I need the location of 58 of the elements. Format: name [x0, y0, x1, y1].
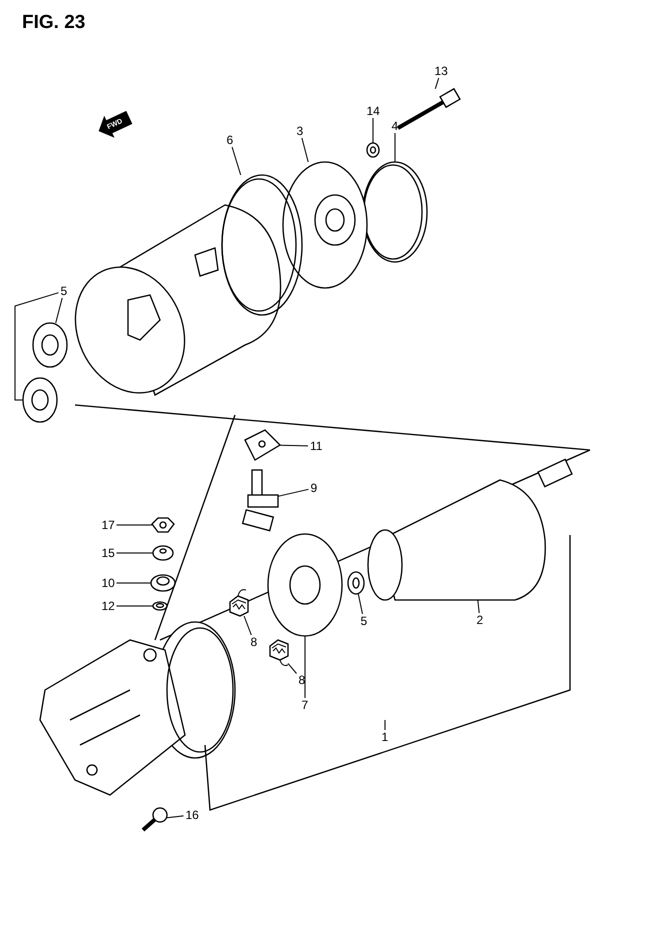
leader-line — [301, 138, 309, 162]
leader-line — [304, 636, 306, 698]
leader-line — [232, 146, 242, 176]
callout-number: 15 — [100, 546, 117, 560]
washer-drawing — [152, 601, 168, 611]
bolt-drawing — [397, 88, 461, 130]
leader-line — [280, 444, 308, 446]
end-cover-drawing — [282, 161, 368, 289]
washer-drawing — [366, 142, 380, 158]
terminal-bolt-drawing — [242, 469, 279, 532]
callout-number: 12 — [100, 599, 117, 613]
washer-drawing — [150, 574, 176, 592]
bolt-drawing — [142, 807, 168, 832]
leader-line — [116, 524, 152, 526]
shim-washer-drawing — [22, 377, 58, 423]
leader-line — [288, 662, 297, 674]
callout-number: 8 — [296, 673, 308, 687]
leader-line — [116, 582, 152, 584]
shim-washer-drawing — [32, 322, 68, 368]
washer-drawing — [347, 571, 365, 595]
leader-line — [166, 815, 184, 818]
callout-number: 16 — [184, 808, 201, 822]
callout-number: 4 — [390, 119, 400, 133]
callout-number: 5 — [358, 614, 370, 628]
brush-drawing — [269, 639, 289, 666]
brush-plate-drawing — [267, 533, 343, 637]
leader-line — [55, 298, 63, 324]
leader-line — [372, 118, 374, 144]
o-ring-drawing — [221, 174, 303, 316]
callout-number: 9 — [308, 481, 320, 495]
callout-number: 6 — [224, 133, 236, 147]
terminal-plate-drawing — [244, 429, 282, 461]
callout-number: 1 — [380, 730, 390, 744]
callout-number: 8 — [248, 635, 260, 649]
callout-number: 3 — [294, 124, 306, 138]
leader-line — [14, 292, 59, 400]
callout-number: 7 — [300, 698, 310, 712]
callout-number: 13 — [432, 64, 450, 78]
callout-number: 17 — [100, 518, 117, 532]
callout-number: 5 — [58, 284, 70, 298]
callout-number: 2 — [474, 613, 486, 627]
callout-number: 14 — [364, 104, 382, 118]
o-ring-drawing — [362, 161, 428, 263]
leader-line — [358, 594, 363, 614]
nut-drawing — [152, 545, 174, 561]
leader-line — [394, 132, 396, 162]
callout-number: 10 — [100, 576, 117, 590]
brush-drawing — [229, 589, 249, 617]
leader-line — [116, 552, 154, 554]
nut-drawing — [151, 517, 175, 533]
leader-line — [384, 720, 386, 730]
leader-line — [477, 600, 480, 614]
armature-drawing — [367, 458, 573, 601]
leader-line — [278, 488, 309, 497]
leader-line — [244, 616, 252, 636]
leader-line — [434, 78, 440, 90]
callout-number: 11 — [308, 439, 324, 453]
figure-title: FIG. 23 — [22, 12, 86, 34]
